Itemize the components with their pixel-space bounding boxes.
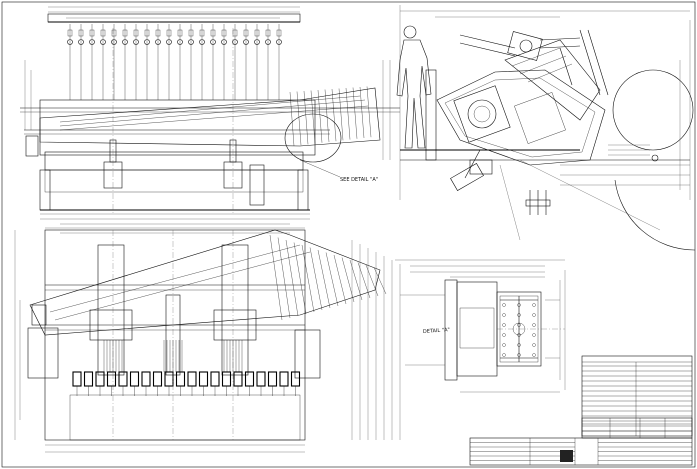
- detail-a-view: DETAIL "A": [395, 259, 566, 393]
- detail-a-callout-circle: [284, 113, 342, 163]
- side-view: [396, 5, 696, 251]
- human-figure: [396, 25, 432, 149]
- see-detail-a-label: SEE DETAIL "A": [340, 177, 378, 183]
- front-view: SEE DETAIL "A": [20, 6, 400, 225]
- plan-view: [14, 227, 401, 453]
- specification-table: [581, 355, 693, 437]
- title-block: [469, 417, 693, 466]
- detail-a-label: DETAIL "A": [423, 327, 450, 335]
